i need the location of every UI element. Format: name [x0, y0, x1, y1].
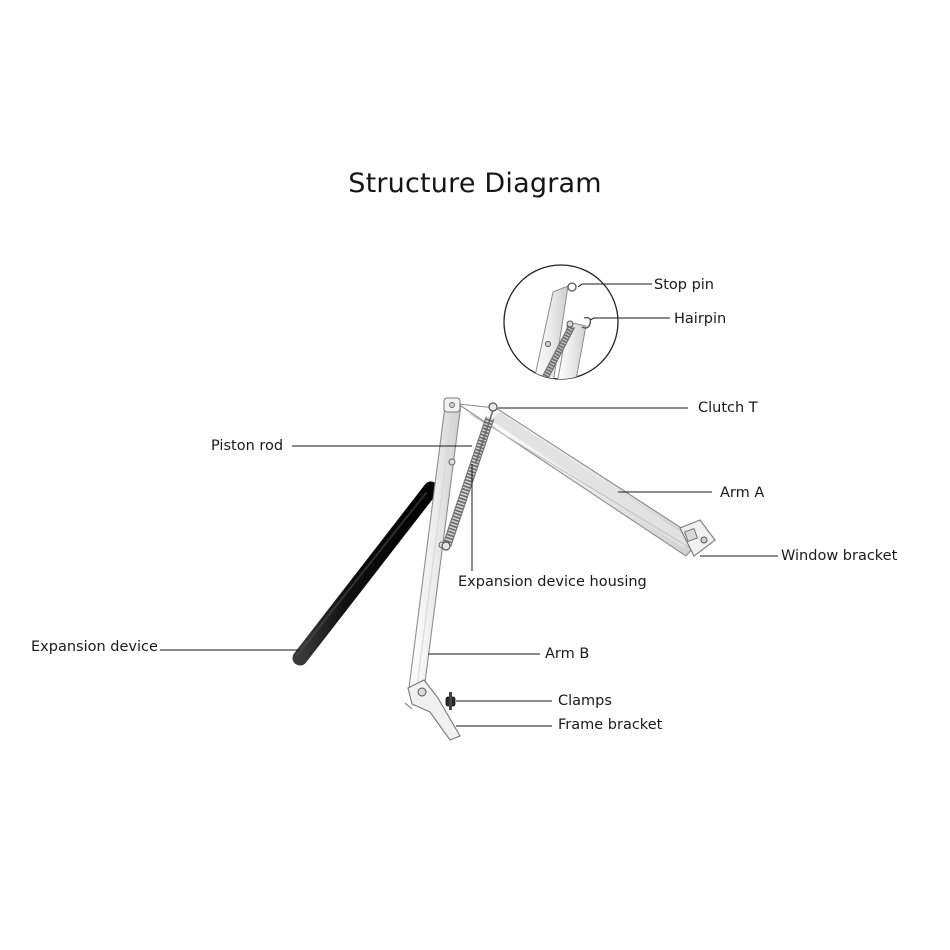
label-hairpin: Hairpin — [674, 311, 727, 327]
label-expansion-device: Expansion device — [31, 639, 158, 655]
label-stop-pin: Stop pin — [654, 277, 714, 293]
label-frame-bracket: Frame bracket — [558, 717, 663, 733]
label-expansion-device-housing: Expansion device housing — [458, 574, 647, 590]
leader-hairpin — [589, 317, 670, 321]
expansion-device-cylinder — [292, 481, 439, 666]
detail-inset — [503, 264, 619, 380]
label-clamps: Clamps — [558, 693, 612, 709]
clamps — [445, 692, 456, 710]
label-arm-b: Arm B — [545, 646, 590, 662]
label-window-bracket: Window bracket — [781, 548, 898, 564]
spring-housing — [441, 409, 495, 551]
leader-stop-pin — [577, 283, 652, 288]
page-title: Structure Diagram — [348, 168, 602, 199]
stop-pin-icon — [567, 282, 577, 292]
clutch-t — [443, 397, 498, 413]
label-clutch-t: Clutch T — [698, 400, 758, 416]
label-arm-a: Arm A — [720, 485, 765, 501]
label-piston-rod: Piston rod — [211, 438, 284, 454]
inset-spring — [541, 324, 576, 379]
hairpin-icon — [581, 316, 592, 329]
window-bracket — [679, 519, 716, 557]
piston-rod — [475, 409, 494, 463]
arm-a — [457, 403, 701, 557]
arm-b — [408, 403, 462, 691]
frame-bracket — [404, 679, 461, 741]
leader-lines — [160, 283, 778, 727]
